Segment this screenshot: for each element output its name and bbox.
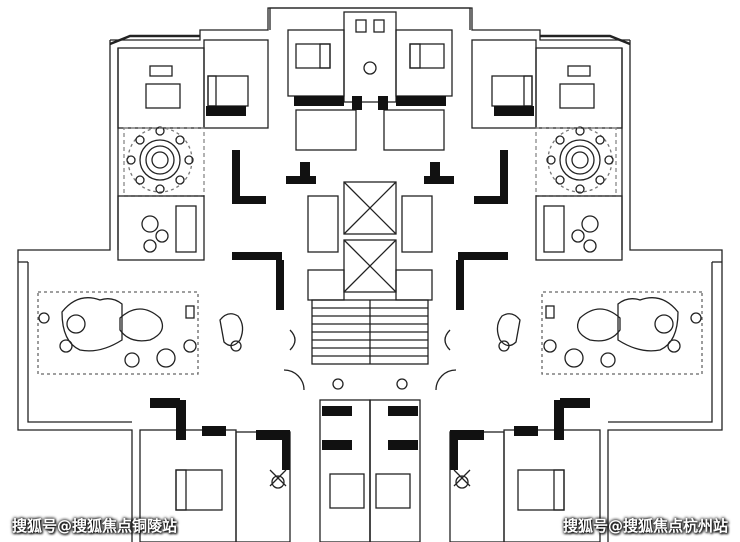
- sofa-set: [38, 297, 197, 368]
- central-core: [283, 11, 457, 542]
- inner-wall: [27, 48, 132, 423]
- dining-table: [126, 126, 194, 194]
- bath-bottom-center-right: [369, 399, 421, 542]
- right-wing: [268, 6, 724, 542]
- side-chair: [219, 313, 244, 352]
- wall-blocks-left: [150, 106, 316, 470]
- outer-wall-left: [17, 40, 133, 542]
- lounge: [117, 195, 205, 261]
- bath-bottom-center-left: [319, 399, 371, 542]
- left-wing: [17, 7, 471, 542]
- kitchen-island: [145, 83, 181, 109]
- watermark-right: 搜狐号@搜狐焦点杭州站: [562, 517, 728, 535]
- watermark-left: 搜狐号@搜狐焦点铜陵站: [12, 517, 178, 535]
- elevator-right: [343, 239, 397, 293]
- room-top-left: [117, 47, 205, 129]
- living-rug: [37, 291, 199, 375]
- balcony-rail: [109, 34, 200, 46]
- room-top-left-b: [203, 39, 269, 129]
- elevator-left: [343, 181, 397, 235]
- bed-bottom-left: [175, 469, 223, 511]
